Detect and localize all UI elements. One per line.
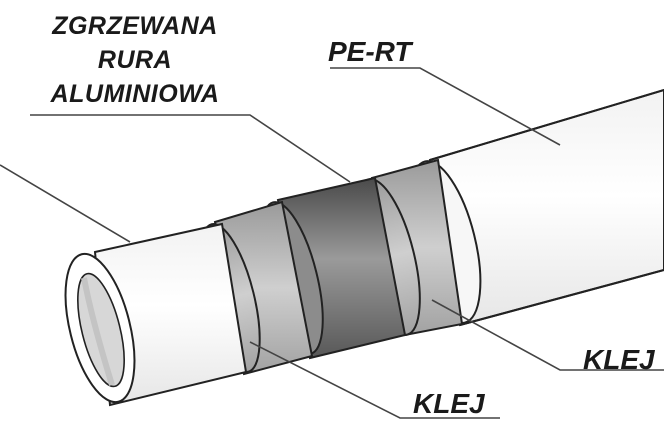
adhesive-label-bottom: KLEJ bbox=[413, 388, 485, 419]
aluminium-label-line1: ZGRZEWANA bbox=[52, 12, 218, 40]
leader-lines bbox=[0, 67, 664, 419]
leader-line-pe-rt bbox=[330, 67, 561, 146]
leader-line-klej-bottom bbox=[249, 341, 500, 419]
aluminium-label-line2: RURA bbox=[97, 46, 173, 74]
leader-line-inner bbox=[0, 164, 131, 243]
inner-tube bbox=[64, 222, 248, 407]
aluminium-label-line3: ALUMINIOWA bbox=[50, 80, 220, 108]
pe-rt-label: PE-RT bbox=[328, 36, 412, 67]
leader-line-aluminium bbox=[30, 114, 351, 183]
leader-line-klej-right bbox=[431, 299, 664, 371]
adhesive-label-right: KLEJ bbox=[583, 344, 655, 375]
